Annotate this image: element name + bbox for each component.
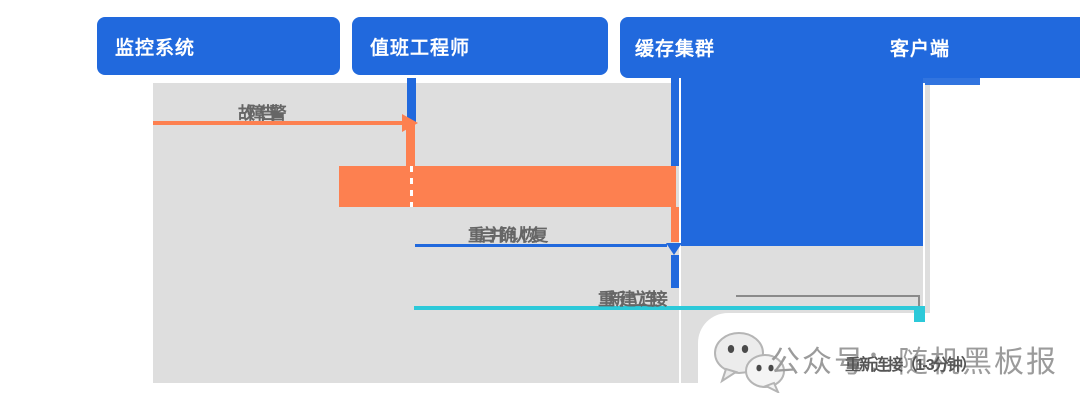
- participant-cache-cluster: 缓存集群: [635, 39, 716, 60]
- cache-orange-bar: [671, 207, 679, 242]
- alert-arrow-line: [153, 121, 404, 125]
- engineer-activation-bar: [407, 78, 416, 123]
- restart-message-label: 重启并确认恢复: [468, 226, 548, 245]
- alert-message-label: 故障告警: [238, 104, 287, 123]
- reconnect-arrow-line: [414, 306, 917, 310]
- restart-arrow-line: [415, 244, 667, 247]
- engineer-lifeline-dashed: [410, 166, 413, 207]
- wechat-watermark: 公众号：随机黑板报: [698, 313, 1072, 401]
- client-connection-active-region: [681, 78, 923, 246]
- reconnect-message-label: 重新建立连接: [598, 290, 668, 309]
- participant-label: 值班工程师: [370, 37, 471, 59]
- engineer-orange-connector: [406, 122, 415, 168]
- reconnect-arrowhead: [914, 306, 925, 322]
- participant-client: 客户端: [890, 39, 951, 60]
- alert-arrowhead: [402, 114, 418, 132]
- wechat-icon: [714, 332, 785, 393]
- participant-duty-engineer: 值班工程师: [352, 17, 608, 75]
- restart-arrowhead: [666, 243, 682, 255]
- participant-band-cache-client: 缓存集群 客户端: [620, 17, 1080, 78]
- reconnect-duration-note: 重新连接（1-3分钟）: [845, 357, 977, 374]
- gray-guide-line: [736, 295, 920, 297]
- client-lifeline: [923, 83, 925, 330]
- cache-activation-bar-bottom: [671, 255, 679, 288]
- participant-label: 监控系统: [115, 37, 196, 59]
- cache-activation-bar-top: [671, 78, 679, 166]
- manual-handling-block: [339, 166, 676, 207]
- participant-monitor-system: 监控系统: [97, 17, 340, 75]
- cache-lifeline: [679, 83, 681, 383]
- gray-guide-tick: [918, 295, 920, 306]
- watermark-text: 公众号：随机黑板报: [770, 346, 1058, 379]
